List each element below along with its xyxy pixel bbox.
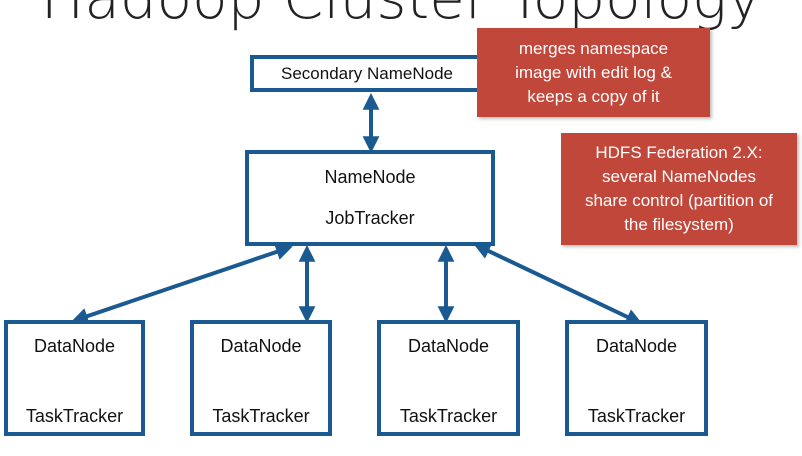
datanode-label: DataNode [33,336,116,356]
tasktracker-label: TaskTracker [587,406,686,426]
master-node-box: NameNode JobTracker [245,150,495,246]
note-line: several NameNodes [601,167,756,186]
arrow-namenode-to-worker-4 [473,243,643,325]
hdfs-federation-note: HDFS Federation 2.X: several NameNodes s… [561,133,797,245]
datanode-label: DataNode [220,336,302,356]
worker-node-2: DataNode TaskTracker [190,320,332,436]
slide-title-clip: Hadoop Cluster Topology [0,0,802,34]
note-line: HDFS Federation 2.X: [595,143,763,162]
slide-title: Hadoop Cluster Topology [0,0,802,30]
worker-node-1: DataNode TaskTracker [4,320,145,436]
note-line: the filesystem) [624,215,734,234]
worker-node-4: DataNode TaskTracker [565,320,708,436]
tasktracker-label: TaskTracker [25,406,124,426]
note-line: share control (partition of [584,191,774,210]
tasktracker-label: TaskTracker [399,406,498,426]
secondary-namenode-label: Secondary NameNode [281,64,453,83]
note-line: keeps a copy of it [527,86,660,106]
secondary-namenode-note: merges namespace image with edit log & k… [477,28,710,117]
secondary-namenode-box: Secondary NameNode [250,55,484,92]
arrow-namenode-to-worker-1 [71,243,293,325]
jobtracker-label: JobTracker [325,208,415,228]
worker-node-3: DataNode TaskTracker [377,320,520,436]
datanode-label: DataNode [407,336,490,356]
namenode-label: NameNode [324,167,416,187]
datanode-label: DataNode [595,336,678,356]
note-line: image with edit log & [515,62,672,82]
tasktracker-label: TaskTracker [212,406,310,426]
note-line: merges namespace [518,38,669,58]
